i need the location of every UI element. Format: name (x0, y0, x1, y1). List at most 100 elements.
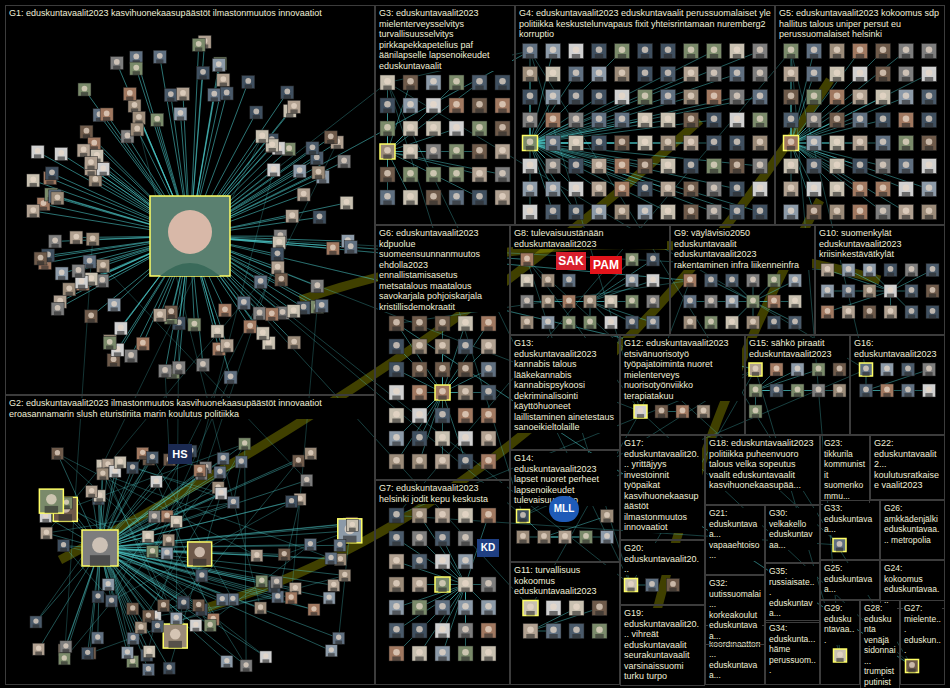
vertex-body (595, 192, 603, 197)
vertex-face (194, 547, 205, 558)
vertex-face (280, 309, 286, 315)
tie-line (530, 143, 553, 212)
vertex-image (707, 44, 722, 59)
vertex-body (259, 139, 266, 143)
vertex-image (217, 74, 230, 87)
vertex-face (109, 597, 114, 602)
vertex-body (756, 100, 764, 105)
vertex-face (217, 469, 222, 474)
vertex-face (757, 116, 764, 123)
vertex-body (710, 169, 718, 174)
vertex-body (220, 461, 227, 465)
vertex-image (592, 136, 607, 151)
vertex-image (389, 531, 404, 546)
vertex-image (592, 67, 607, 82)
vertex-face (857, 162, 864, 169)
vertex-body (173, 621, 180, 625)
vertex-body (498, 178, 506, 183)
vertex-body (902, 77, 910, 82)
vertex-image (592, 90, 607, 105)
vertex-image (784, 67, 799, 82)
vertex-face (688, 93, 695, 100)
vertex-face (903, 162, 910, 169)
vertex-face (527, 116, 534, 123)
vertex-face (665, 185, 672, 192)
vertex-face (127, 90, 133, 96)
vertex-body (484, 588, 492, 593)
vertex-image (481, 408, 496, 423)
vertex-body (392, 611, 400, 616)
vertex-image (78, 83, 91, 96)
vertex-face (527, 47, 534, 54)
vertex-body (641, 146, 649, 151)
vertex-face (453, 101, 460, 108)
vertex-face (416, 434, 423, 441)
vertex-image (301, 474, 313, 486)
tie-line (190, 51, 530, 236)
vertex-face (393, 411, 400, 418)
vertex-face (174, 518, 179, 523)
vertex-body (572, 77, 580, 82)
vertex-image (784, 159, 799, 174)
vertex-face (416, 626, 423, 633)
vertex-body (309, 151, 316, 155)
tie-line (791, 120, 860, 143)
vertex-face (439, 557, 446, 564)
vertex-image (523, 44, 538, 59)
vertex-body (461, 565, 469, 570)
vertex-face (688, 208, 695, 215)
vertex-image (707, 182, 722, 197)
vertex-face (439, 457, 446, 464)
vertex-image (60, 641, 72, 653)
tie-line (397, 393, 443, 462)
vertex-face (125, 133, 131, 139)
vertex-image (922, 90, 937, 105)
vertex-face (880, 162, 887, 169)
vertex-face (55, 450, 60, 455)
vertex-face (140, 450, 145, 455)
vertex-face (35, 148, 41, 154)
vertex-image (876, 90, 891, 105)
vertex-face (642, 70, 649, 77)
vertex-image (523, 182, 538, 197)
vertex-face (711, 47, 718, 54)
vertex-body (103, 117, 110, 121)
vertex-image (730, 90, 745, 105)
vertex-body (415, 588, 423, 593)
vertex-image (338, 155, 351, 168)
vertex-body (180, 605, 187, 609)
vertex-face (393, 603, 400, 610)
vertex-face (476, 147, 483, 154)
vertex-face (524, 277, 530, 283)
vertex-image (638, 44, 653, 59)
vertex-image (458, 646, 473, 661)
vertex-body (89, 242, 96, 246)
vertex-face (485, 411, 492, 418)
vertex-image (146, 546, 158, 558)
vertex-body (415, 350, 423, 355)
vertex-body (289, 219, 296, 223)
vertex-face (310, 144, 316, 150)
vertex-image (389, 339, 404, 354)
vertex-image (426, 190, 441, 205)
vertex-face (99, 277, 105, 283)
vertex-face (407, 124, 414, 131)
vertex-image (546, 136, 561, 151)
vertex-body (879, 77, 887, 82)
vertex-image (615, 44, 630, 59)
vertex-face (688, 139, 695, 146)
vertex-body (833, 192, 841, 197)
vertex-image (853, 44, 868, 59)
vertex-face (926, 139, 933, 146)
vertex-image (380, 75, 395, 90)
vertex-image (730, 136, 745, 151)
tie-line (530, 143, 531, 212)
vertex-face (61, 542, 66, 547)
vertex-face (393, 342, 400, 349)
vertex-body (392, 634, 400, 639)
vertex-image (730, 182, 745, 197)
vertex-image (256, 130, 269, 143)
vertex-face (629, 256, 635, 262)
vertex-body (392, 373, 400, 378)
vertex-body (330, 588, 337, 592)
